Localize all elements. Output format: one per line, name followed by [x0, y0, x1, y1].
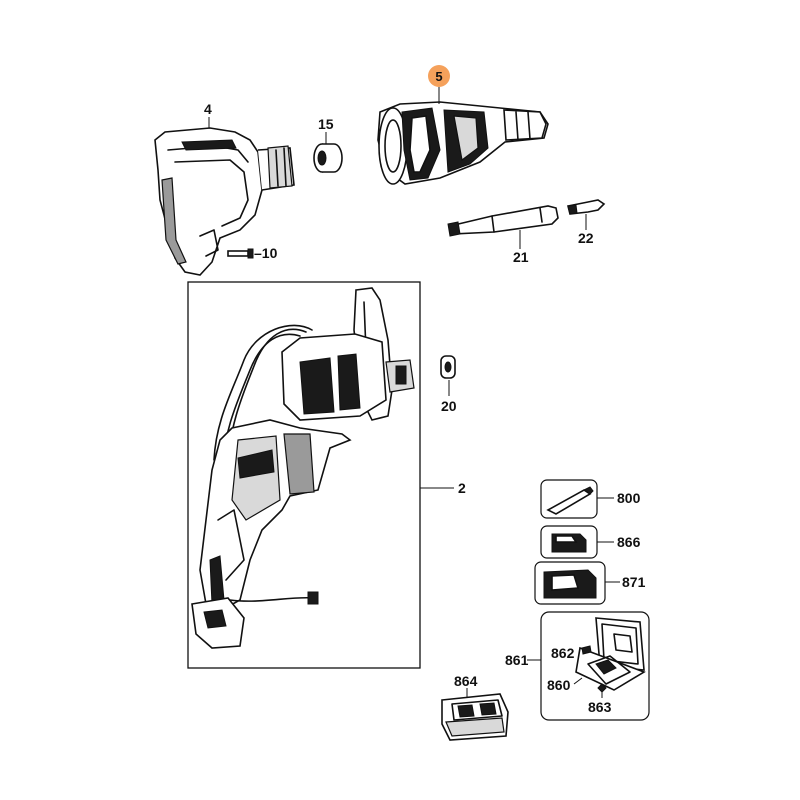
callout-863: 863: [588, 699, 612, 715]
part-864-insert[interactable]: [441, 693, 509, 741]
callout-861: 861: [505, 652, 529, 668]
callout-864: 864: [454, 673, 478, 689]
callout-862: 862: [551, 645, 575, 661]
callout-866: 866: [617, 534, 641, 550]
leader-860: [573, 677, 583, 685]
callout-20: 20: [441, 398, 457, 414]
part-10-screw[interactable]: [227, 248, 254, 259]
part-21-bit-holder[interactable]: [447, 205, 559, 237]
part-2-frame[interactable]: [187, 281, 421, 669]
part-4-housing[interactable]: [154, 127, 295, 276]
part-22-bit[interactable]: [567, 199, 606, 215]
callout-5: 5: [435, 69, 442, 84]
part-862-bit-clip[interactable]: [581, 645, 592, 655]
part-15-bushing[interactable]: [313, 143, 343, 173]
callout-2: 2: [458, 480, 466, 496]
part-800-bits: [546, 486, 594, 515]
part-2-motor-assembly[interactable]: [191, 287, 415, 649]
part-863-insert[interactable]: [597, 683, 607, 693]
callout-800: 800: [617, 490, 641, 506]
highlight-5-marker[interactable]: [428, 65, 450, 87]
part-871-charger: [543, 569, 597, 599]
callout-22: 22: [578, 230, 594, 246]
callout-860: 860: [547, 677, 571, 693]
callout-15: 15: [318, 116, 334, 132]
callout-10: –10: [254, 245, 278, 261]
callout-21: 21: [513, 249, 529, 265]
part-860-case[interactable]: [575, 617, 646, 691]
part-866-battery: [551, 533, 587, 553]
callout-871: 871: [622, 574, 646, 590]
part-5-collar[interactable]: [377, 101, 549, 185]
part-20-nut[interactable]: [440, 355, 456, 379]
callout-4: 4: [204, 101, 212, 117]
